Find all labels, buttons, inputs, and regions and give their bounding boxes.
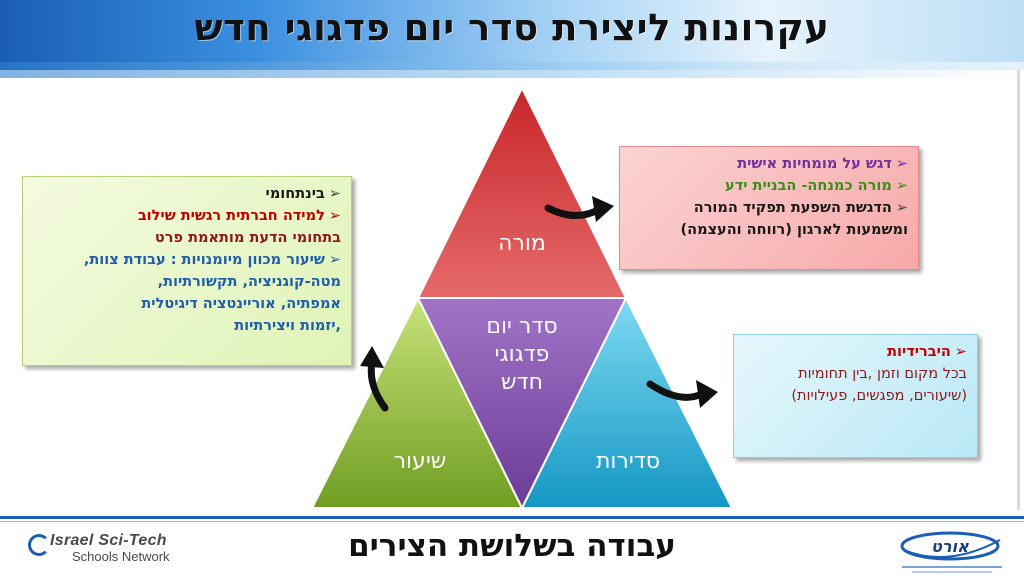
box-tr-line-1: ➢דגש על מומחיות אישית [737, 156, 908, 172]
scitech-arc-icon [28, 534, 50, 556]
right-frame-edge [1017, 70, 1020, 510]
triangle-right-label: סדירות [596, 449, 660, 474]
arrow-left-up-icon [360, 346, 389, 412]
triangle-left-label: שיעור [394, 449, 447, 474]
box-lesson-principles: ➢בינתחומי ➢למידה חברתית רגשית שילוב בתחו… [22, 176, 352, 366]
box-left-line-2: ➢למידה חברתית רגשית שילוב [137, 208, 341, 224]
box-left-line-3: בתחומי הדעת מותאמת פרט [154, 230, 341, 246]
box-left-line-4: ➢שיעור מכוון מיומנויות : עבודת צוות, [83, 252, 341, 268]
box-teacher-principles: ➢דגש על מומחיות אישית ➢מורה כמנחה- הבניי… [619, 146, 919, 270]
box-br-line-3: (שיעורים, מפגשים, פעילויות) [791, 388, 967, 404]
ort-logo: אורט [900, 531, 1002, 573]
box-left-line-1: ➢בינתחומי [265, 186, 341, 202]
footer-divider-thin [0, 521, 1024, 522]
box-br-line-2: בכל מקום וזמן ,בין תחומיות [798, 366, 967, 382]
triangle-top [416, 85, 628, 299]
israel-scitech-logo: Israel Sci-Tech Schools Network [28, 532, 188, 564]
box-tr-line-2: ➢מורה כמנחה- הבניית ידע [725, 178, 908, 194]
header-banner [0, 0, 1024, 70]
svg-text:אורט: אורט [931, 537, 969, 556]
triangle-center [416, 297, 628, 511]
footer-divider [0, 516, 1024, 519]
footer-subtitle: עבודה בשלושת הצירים [348, 528, 676, 564]
box-left-line-7: ,יזמות ויצירתיות [234, 318, 341, 334]
triangle-center-label-3: חדש [501, 370, 543, 395]
header-swoosh [0, 62, 1024, 78]
triangle-top-label: מורה [498, 231, 546, 256]
box-tr-line-3: ➢הדגשת השפעת תפקיד המורה [693, 200, 908, 216]
box-br-line-1: ➢היברידיות [887, 344, 967, 360]
arrow-bottom-right-icon [646, 380, 718, 408]
box-left-line-5: מטה-קוגניציה, תקשורתיות, [157, 274, 341, 290]
arrow-top-right-icon [544, 196, 614, 222]
box-left-line-6: אמפתיה, אוריינטציה דיגיטלית [141, 296, 341, 312]
box-routine-principles: ➢היברידיות בכל מקום וזמן ,בין תחומיות (ש… [733, 334, 978, 458]
slide-title: עקרונות ליצירת סדר יום פדגוגי חדש [194, 6, 830, 49]
triangle-center-label-1: סדר יום [486, 314, 557, 339]
triangle-center-label-2: פדגוגי [495, 342, 550, 367]
box-tr-line-4: ומשמעות לארגון (רווחה והעצמה) [680, 222, 908, 238]
